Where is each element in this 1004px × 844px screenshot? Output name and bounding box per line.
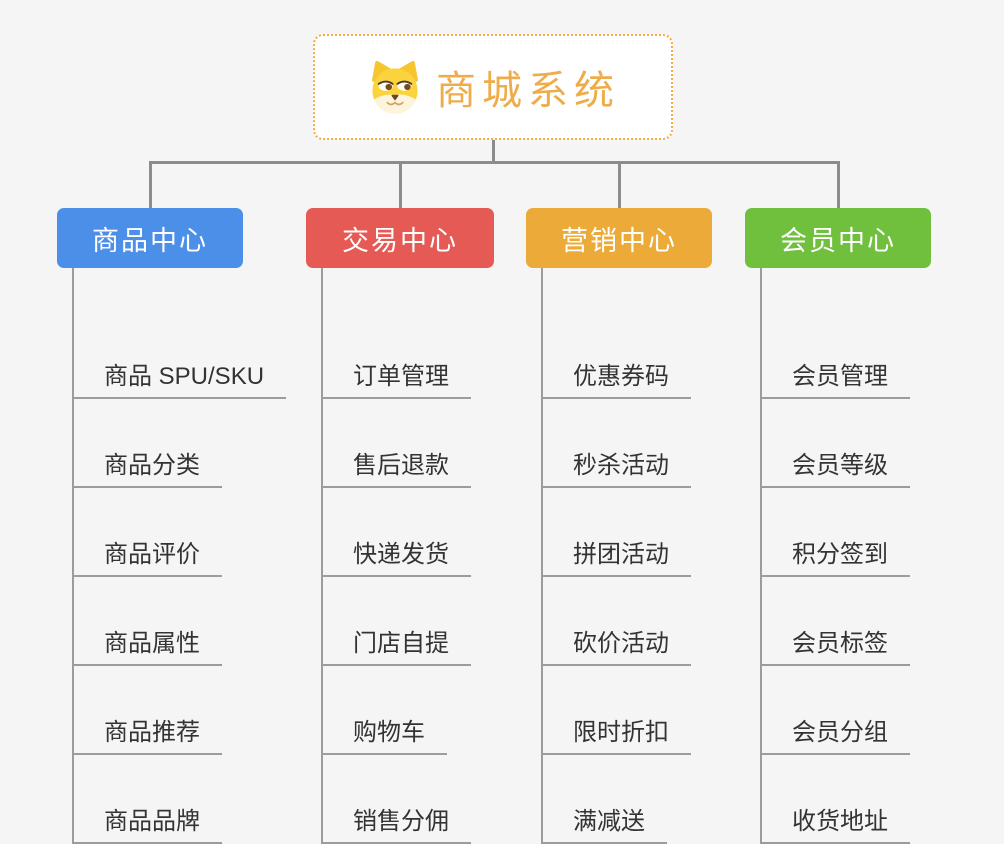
leaf-node[interactable]: 会员分组 — [760, 713, 910, 755]
leaf-node[interactable]: 会员等级 — [760, 446, 910, 488]
branch-header-0[interactable]: 商品中心 — [57, 208, 243, 268]
leaf-node[interactable]: 拼团活动 — [541, 535, 691, 577]
leaf-node[interactable]: 订单管理 — [321, 357, 471, 399]
branch-header-2[interactable]: 营销中心 — [526, 208, 712, 268]
drop-line-1 — [399, 161, 402, 208]
leaf-node[interactable]: 收货地址 — [760, 802, 910, 844]
leaf-node[interactable]: 秒杀活动 — [541, 446, 691, 488]
leaf-node[interactable]: 商品评价 — [72, 535, 222, 577]
leaf-node[interactable]: 售后退款 — [321, 446, 471, 488]
branch-header-1[interactable]: 交易中心 — [306, 208, 494, 268]
drop-line-2 — [618, 161, 621, 208]
branch-column-3: 会员中心会员管理会员等级积分签到会员标签会员分组收货地址 — [745, 208, 931, 844]
leaf-node[interactable]: 商品 SPU/SKU — [72, 357, 287, 399]
branch-trunk-line — [760, 268, 762, 844]
leaf-node[interactable]: 会员管理 — [760, 357, 910, 399]
leaf-node[interactable]: 商品属性 — [72, 624, 222, 666]
leaf-node[interactable]: 满减送 — [541, 802, 667, 844]
drop-line-3 — [837, 161, 840, 208]
branch-header-3[interactable]: 会员中心 — [745, 208, 931, 268]
root-node[interactable]: 商城系统 — [313, 34, 673, 140]
drop-line-0 — [149, 161, 152, 208]
leaf-node[interactable]: 砍价活动 — [541, 624, 691, 666]
leaf-node[interactable]: 购物车 — [321, 713, 447, 755]
leaf-node[interactable]: 积分签到 — [760, 535, 910, 577]
doge-icon — [372, 60, 418, 114]
leaf-node[interactable]: 优惠券码 — [541, 357, 691, 399]
leaf-node[interactable]: 商品推荐 — [72, 713, 222, 755]
leaf-node[interactable]: 商品品牌 — [72, 802, 222, 844]
leaf-node[interactable]: 会员标签 — [760, 624, 910, 666]
branch-column-2: 营销中心优惠券码秒杀活动拼团活动砍价活动限时折扣满减送 — [526, 208, 712, 844]
branch-column-1: 交易中心订单管理售后退款快递发货门店自提购物车销售分佣 — [306, 208, 494, 844]
root-stub-line — [492, 140, 495, 164]
leaf-node[interactable]: 快递发货 — [321, 535, 471, 577]
branch-trunk-line — [541, 268, 543, 844]
leaf-node[interactable]: 销售分佣 — [321, 802, 471, 844]
leaf-node[interactable]: 门店自提 — [321, 624, 471, 666]
root-title: 商城系统 — [436, 69, 620, 113]
bus-line — [149, 161, 840, 164]
leaf-node[interactable]: 限时折扣 — [541, 713, 691, 755]
branch-trunk-line — [321, 268, 323, 844]
branch-trunk-line — [72, 268, 74, 844]
branch-column-0: 商品中心商品 SPU/SKU 商品分类商品评价商品属性商品推荐商品品牌 — [57, 208, 287, 844]
leaf-node[interactable]: 商品分类 — [72, 446, 222, 488]
